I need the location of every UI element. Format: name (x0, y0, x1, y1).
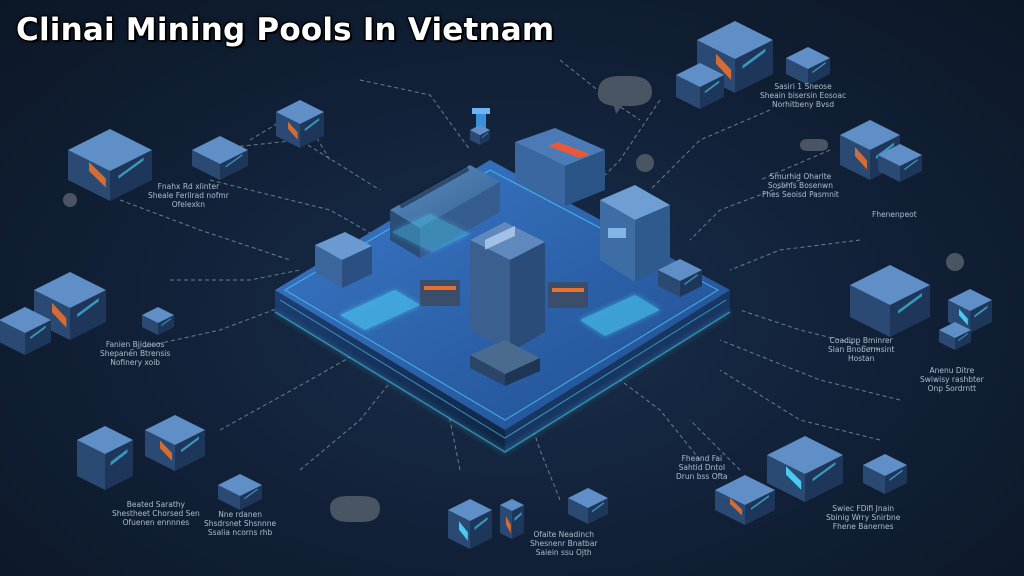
callout-label: Fheand Fai Sahtid Dntol Drun bss Ofta (676, 454, 728, 481)
callout-label: Fnahx Rd xlinter Sheale Ferilrad nofmr O… (148, 182, 229, 209)
callout-label: Anenu Ditre Swiwisy rashbter Onp Sordrnt… (920, 366, 984, 393)
server-module-icon (878, 144, 922, 182)
server-module-icon (142, 307, 174, 335)
callout-label: Fhenenpeot (872, 210, 917, 219)
server-module-icon (715, 475, 775, 525)
server-module-icon (34, 272, 106, 340)
server-module-icon (77, 426, 133, 490)
server-module-icon (786, 47, 830, 85)
server-module-icon (863, 454, 907, 494)
server-module-icon (676, 63, 724, 109)
server-module-icon (697, 21, 773, 93)
server-module-icon (767, 436, 843, 502)
satellite-modules (0, 21, 992, 549)
server-module-icon (192, 136, 248, 180)
server-module-icon (850, 265, 930, 337)
server-module-icon (276, 100, 324, 148)
callout-label: Swiec FDifi Jnain Sbinig Wrry Snirbne Fh… (826, 504, 901, 531)
page-title: Clinai Mining Pools In Vietnam (16, 12, 555, 48)
server-module-icon (500, 499, 524, 539)
server-module-icon (448, 499, 492, 549)
server-module-icon (658, 259, 702, 297)
server-module-icon (145, 415, 205, 471)
callout-label: Fanien Biideoos Shepanen Btrensis Nofine… (100, 340, 171, 367)
server-module-icon (68, 129, 152, 201)
callout-label: Smurhid Oharlte Sosbhis Bosenwn Fhes Seo… (762, 172, 839, 199)
server-module-icon (0, 307, 51, 355)
decorative-blobs (63, 76, 964, 522)
server-module-icon (470, 125, 490, 145)
server-module-icon (939, 322, 971, 350)
callout-label: Nne rdanen Shsdrsnet Shsnnne Ssalia ncor… (204, 510, 277, 537)
server-module-icon (948, 289, 992, 333)
callout-label: Coadipp Bminrer Slan Bnobermsint Hostan (828, 336, 895, 363)
server-module-icon (568, 488, 608, 524)
callout-label: Ofaite Neadinch Shesnenr Bnatbar Saiein … (530, 530, 598, 557)
server-module-icon (218, 474, 262, 510)
callout-label: Beated Sarathy Shestheet Chorsed Sen Ofu… (112, 500, 200, 527)
callout-label: Sasiri 1 Sneose Sheain bisersin Eosoac N… (760, 82, 847, 109)
platform-buildings (315, 108, 670, 386)
